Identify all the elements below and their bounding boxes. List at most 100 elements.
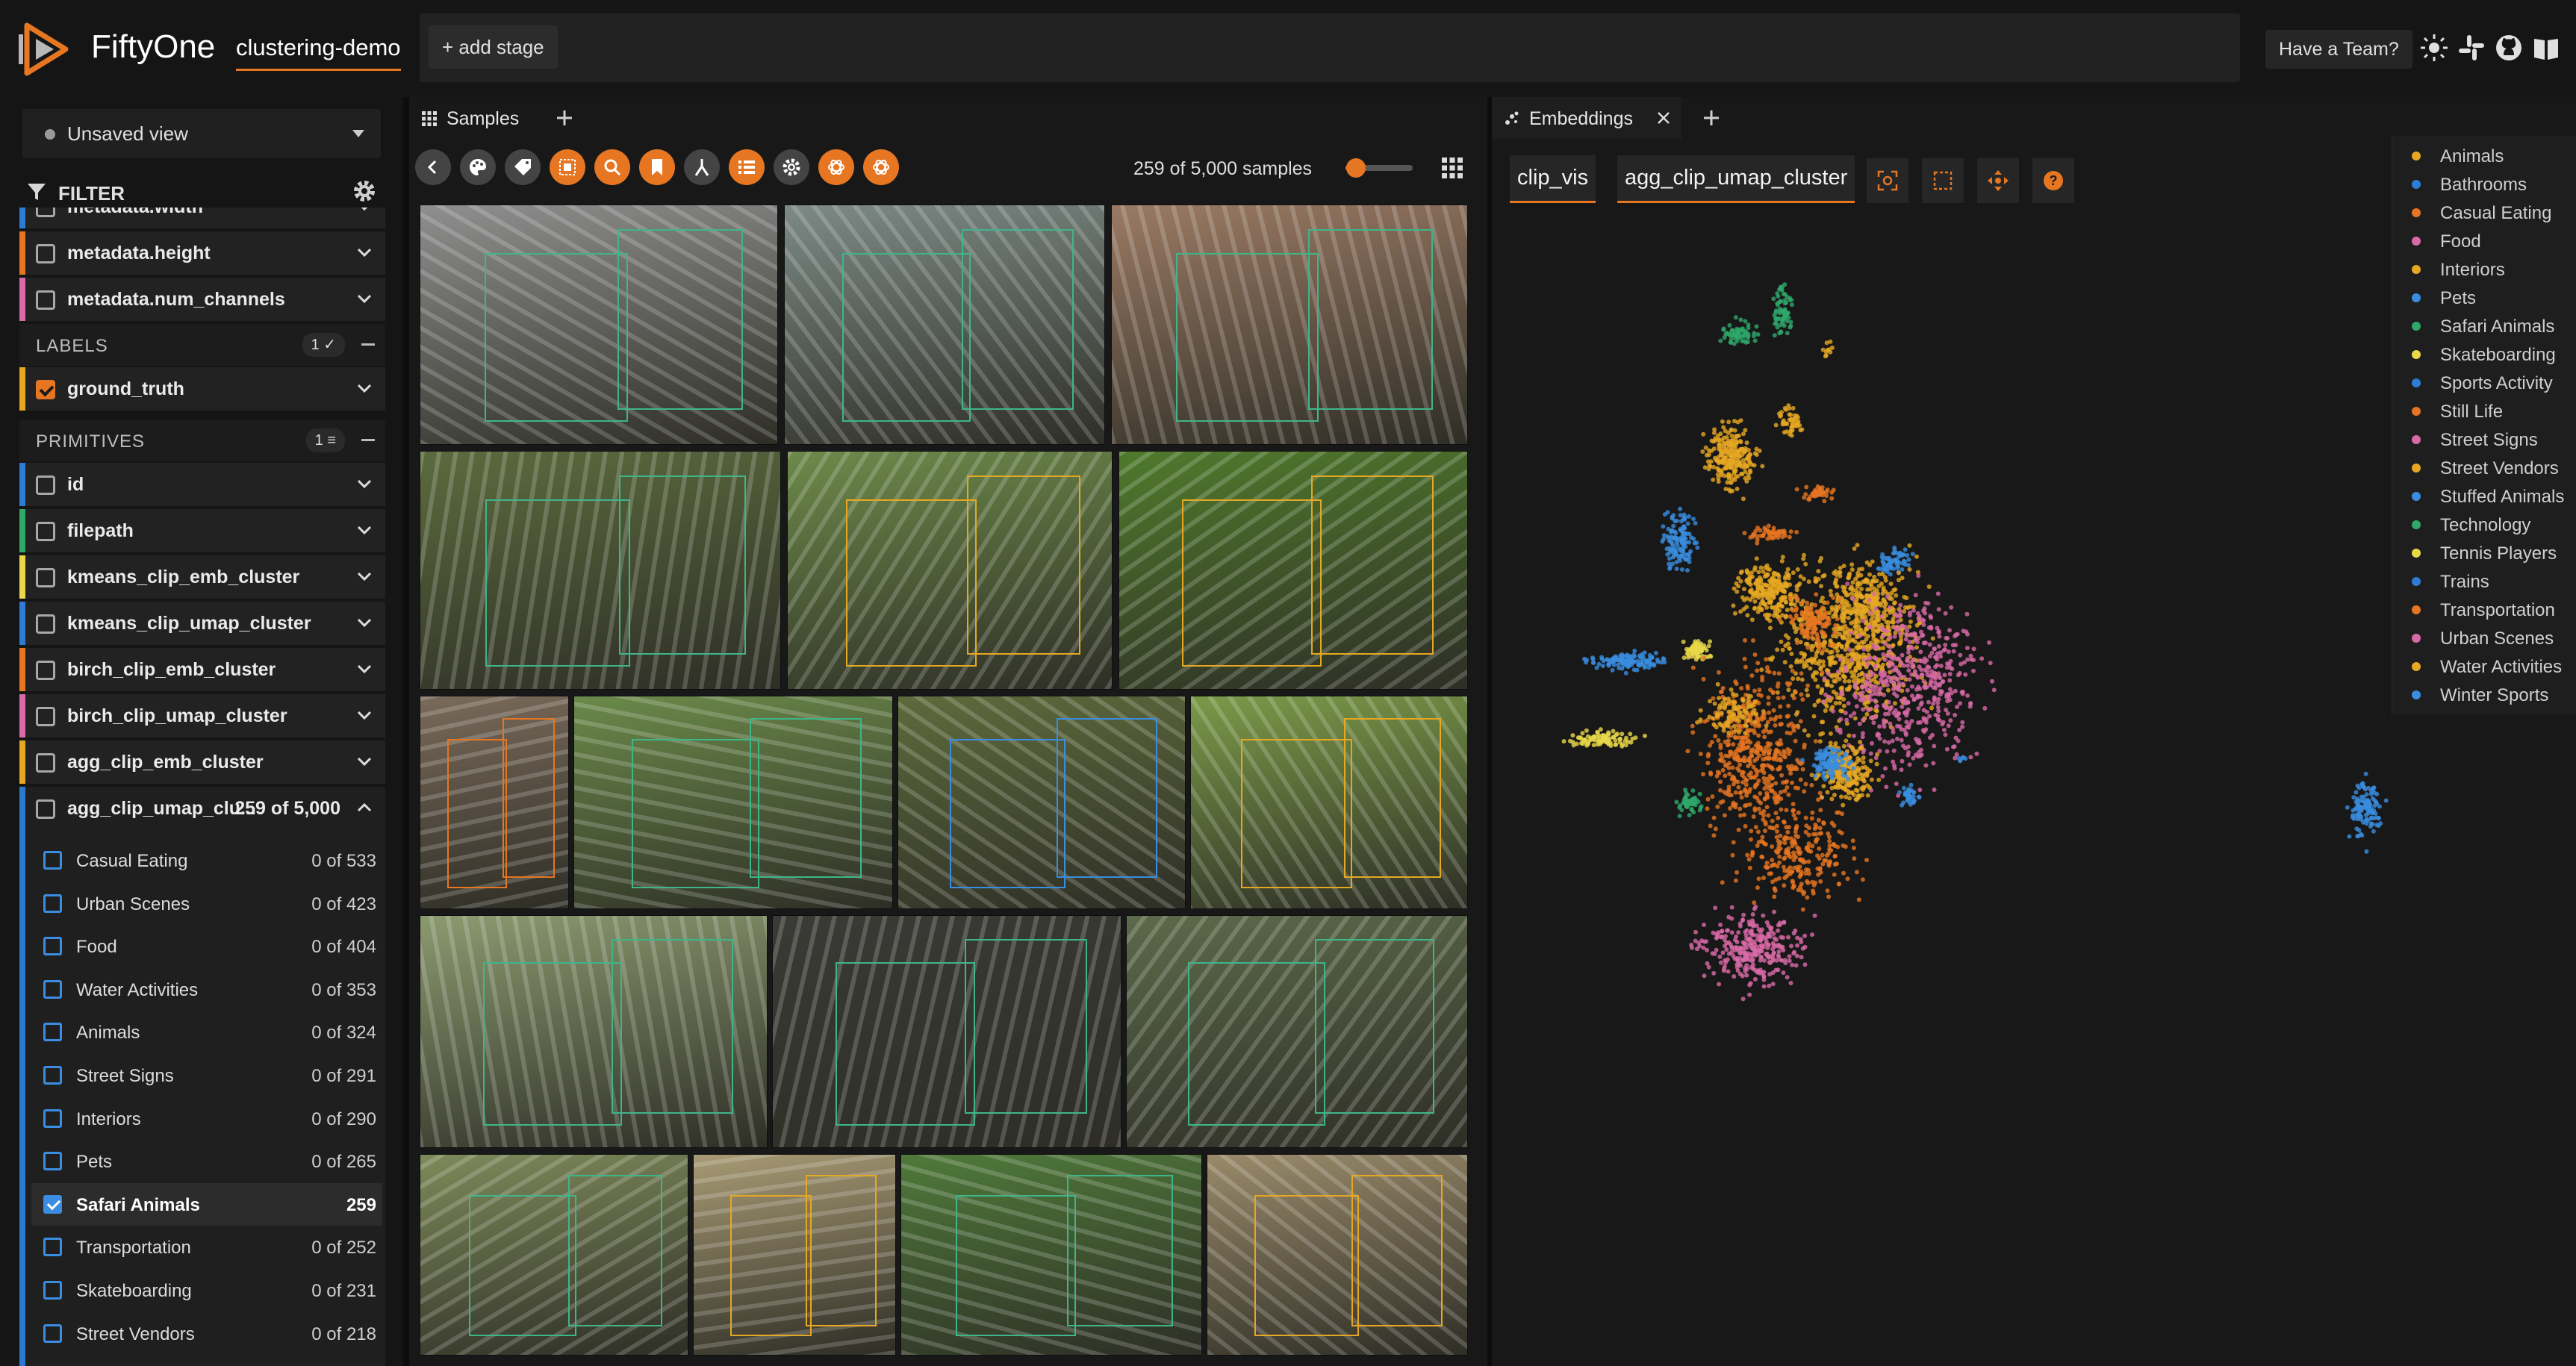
scatter-point[interactable] [1823,354,1828,359]
scatter-point[interactable] [1923,640,1928,646]
scatter-point[interactable] [1803,492,1808,497]
scatter-point[interactable] [1850,648,1855,653]
scatter-point[interactable] [1820,574,1826,578]
scatter-point[interactable] [1847,647,1852,652]
scatter-point[interactable] [1771,951,1776,956]
scatter-point[interactable] [1829,345,1835,350]
scatter-point[interactable] [1849,637,1854,643]
scatter-point[interactable] [1790,780,1794,785]
logo-icon[interactable] [16,19,76,79]
scatter-point[interactable] [1805,844,1811,849]
scatter-point[interactable] [1923,763,1929,768]
scatter-point[interactable] [1750,849,1755,855]
scatter-point[interactable] [1829,607,1835,612]
legend-item[interactable]: Casual Eating [2392,199,2576,227]
scatter-point[interactable] [1865,580,1870,585]
scatter-point[interactable] [1767,756,1771,761]
scatter-point[interactable] [1929,705,1934,711]
scatter-point[interactable] [1729,473,1734,478]
scatter-point[interactable] [1683,788,1687,793]
scatter-point[interactable] [1743,823,1748,829]
scatter-point[interactable] [1762,796,1767,802]
scatter-point[interactable] [1760,464,1765,469]
scatter-point[interactable] [1773,308,1779,314]
scatter-point[interactable] [1831,595,1836,600]
scatter-point[interactable] [1902,609,1906,614]
scatter-point[interactable] [1776,681,1781,686]
scatter-point[interactable] [1761,977,1767,982]
scatter-point[interactable] [1711,833,1717,838]
scatter-point[interactable] [1595,739,1600,744]
scatter-point[interactable] [1906,750,1911,755]
scatter-point[interactable] [1584,728,1589,733]
scatter-point[interactable] [1864,858,1869,863]
scatter-point[interactable] [1803,561,1808,567]
scatter-point[interactable] [1701,945,1706,950]
scatter-point[interactable] [1872,687,1877,693]
scatter-point[interactable] [1850,838,1855,843]
scatter-point[interactable] [1780,613,1785,618]
scatter-point[interactable] [1761,840,1765,845]
scatter-point[interactable] [1631,652,1637,658]
scatter-point[interactable] [1819,720,1824,725]
scatter-point[interactable] [1712,701,1717,706]
scatter-point[interactable] [1735,487,1740,491]
scatter-point[interactable] [1720,685,1726,690]
scatter-point[interactable] [1764,588,1769,593]
scatter-point[interactable] [2363,812,2368,817]
legend-item[interactable]: Technology [2392,511,2576,539]
scatter-point[interactable] [1793,690,1798,695]
scatter-point[interactable] [1698,708,1703,713]
scatter-point[interactable] [1743,969,1748,974]
scatter-point[interactable] [1812,826,1817,832]
scatter-point[interactable] [1764,657,1769,662]
scatter-point[interactable] [1872,586,1877,591]
scatter-point[interactable] [1779,558,1785,564]
scatter-point[interactable] [1742,708,1747,714]
scatter-point[interactable] [1910,552,1915,557]
scatter-point[interactable] [1757,753,1762,758]
scatter-point[interactable] [1880,662,1885,667]
scatter-point[interactable] [1599,740,1604,745]
scatter-point[interactable] [1718,338,1723,343]
scatter-point[interactable] [1653,650,1658,655]
scatter-point[interactable] [1846,615,1851,620]
scatter-point[interactable] [1748,775,1753,780]
scatter-point[interactable] [1860,567,1864,572]
scatter-point[interactable] [1869,777,1874,782]
scatter-point[interactable] [1776,572,1781,577]
scatter-point[interactable] [1862,632,1867,637]
legend-item[interactable]: Stuffed Animals [2392,482,2576,511]
scatter-point[interactable] [1785,785,1790,790]
scatter-point[interactable] [1736,704,1740,709]
scatter-point[interactable] [1802,552,1806,558]
scatter-point[interactable] [1909,719,1914,723]
scatter-point[interactable] [1750,702,1755,708]
field-checkbox[interactable] [36,522,55,541]
scatter-point[interactable] [1791,931,1796,936]
scatter-point[interactable] [1798,885,1803,890]
scatter-point[interactable] [1661,657,1667,661]
scatter-point[interactable] [1856,593,1861,599]
scatter-point[interactable] [1749,829,1754,834]
scatter-point[interactable] [1799,671,1804,676]
scatter-point[interactable] [1721,968,1726,973]
scatter-point[interactable] [1892,600,1897,605]
scatter-point[interactable] [1802,789,1807,794]
scatter-point[interactable] [1758,534,1763,538]
value-checkbox[interactable] [43,851,62,870]
scatter-point[interactable] [1741,587,1746,592]
scatter-point[interactable] [1748,787,1752,792]
scatter-point[interactable] [1957,728,1962,732]
scatter-point[interactable] [1716,670,1721,675]
scatter-point[interactable] [1911,755,1916,761]
view-selector[interactable]: Unsaved view [22,109,381,158]
scatter-point[interactable] [1902,674,1907,679]
scatter-point[interactable] [1938,676,1943,681]
scatter-point[interactable] [1885,594,1890,599]
scatter-point[interactable] [1771,583,1776,588]
scatter-point[interactable] [1853,682,1858,686]
scatter-point[interactable] [1752,652,1758,657]
scatter-point[interactable] [1769,925,1774,930]
scatter-point[interactable] [1809,610,1814,615]
